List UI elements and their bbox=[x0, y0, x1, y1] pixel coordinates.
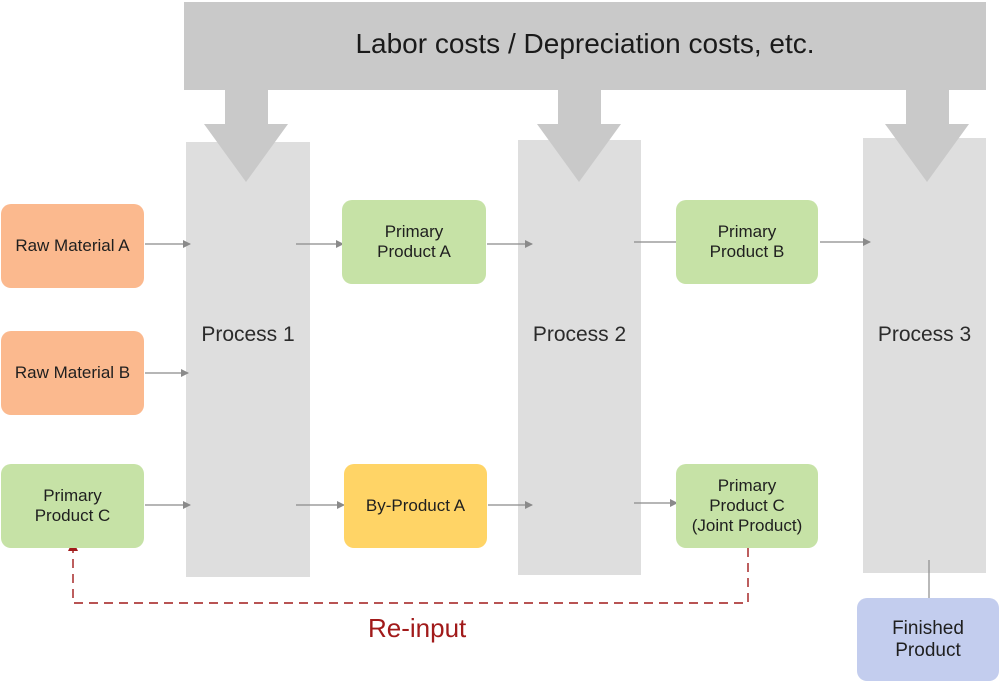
primary-product-c-input-line2: Product C bbox=[34, 506, 111, 525]
primary-product-c-joint-box: Primary Product C (Joint Product) bbox=[676, 464, 818, 548]
finished-product-line2: Product bbox=[895, 639, 961, 661]
primary-product-a-line2: Product A bbox=[377, 242, 451, 261]
finished-product-box: Finished Product bbox=[857, 598, 999, 681]
by-product-a-label: By-Product A bbox=[365, 496, 466, 515]
primary-product-c-joint-line1: Primary bbox=[717, 476, 777, 495]
cost-arrow-to-process-2 bbox=[537, 88, 621, 182]
cost-arrow-to-process-3 bbox=[885, 88, 969, 182]
primary-product-a-box: Primary Product A bbox=[342, 200, 486, 284]
primary-product-c-input-line1: Primary bbox=[43, 486, 102, 505]
cost-arrow-to-process-1 bbox=[204, 88, 288, 182]
primary-product-b-line2: Product B bbox=[709, 242, 785, 261]
finished-product-line1: Finished bbox=[892, 617, 964, 639]
primary-product-c-input-box: Primary Product C bbox=[1, 464, 144, 548]
reinput-dashed-path bbox=[68, 541, 749, 604]
cost-banner bbox=[184, 2, 986, 90]
by-product-a-box: By-Product A bbox=[344, 464, 487, 548]
reinput-label: Re-input bbox=[368, 613, 467, 643]
raw-material-b-label: Raw Material B bbox=[14, 363, 131, 382]
process-2-label: Process 2 bbox=[532, 323, 627, 346]
primary-product-b-box: Primary Product B bbox=[676, 200, 818, 284]
process-1-column bbox=[186, 142, 310, 577]
primary-product-c-joint-line2: Product C bbox=[709, 496, 785, 515]
process-3-column bbox=[863, 138, 986, 573]
primary-product-a-line1: Primary bbox=[384, 222, 444, 241]
process-3-label: Process 3 bbox=[877, 323, 972, 346]
raw-material-b-box: Raw Material B bbox=[1, 331, 144, 415]
primary-product-c-joint-line3: (Joint Product) bbox=[691, 516, 803, 535]
process-2-column bbox=[518, 140, 641, 575]
cost-banner-label: Labor costs / Depreciation costs, etc. bbox=[355, 28, 815, 59]
process-1-label: Process 1 bbox=[201, 323, 295, 346]
raw-material-a-box: Raw Material A bbox=[1, 204, 144, 288]
primary-product-b-line1: Primary bbox=[717, 222, 777, 241]
raw-material-a-label: Raw Material A bbox=[15, 236, 130, 255]
